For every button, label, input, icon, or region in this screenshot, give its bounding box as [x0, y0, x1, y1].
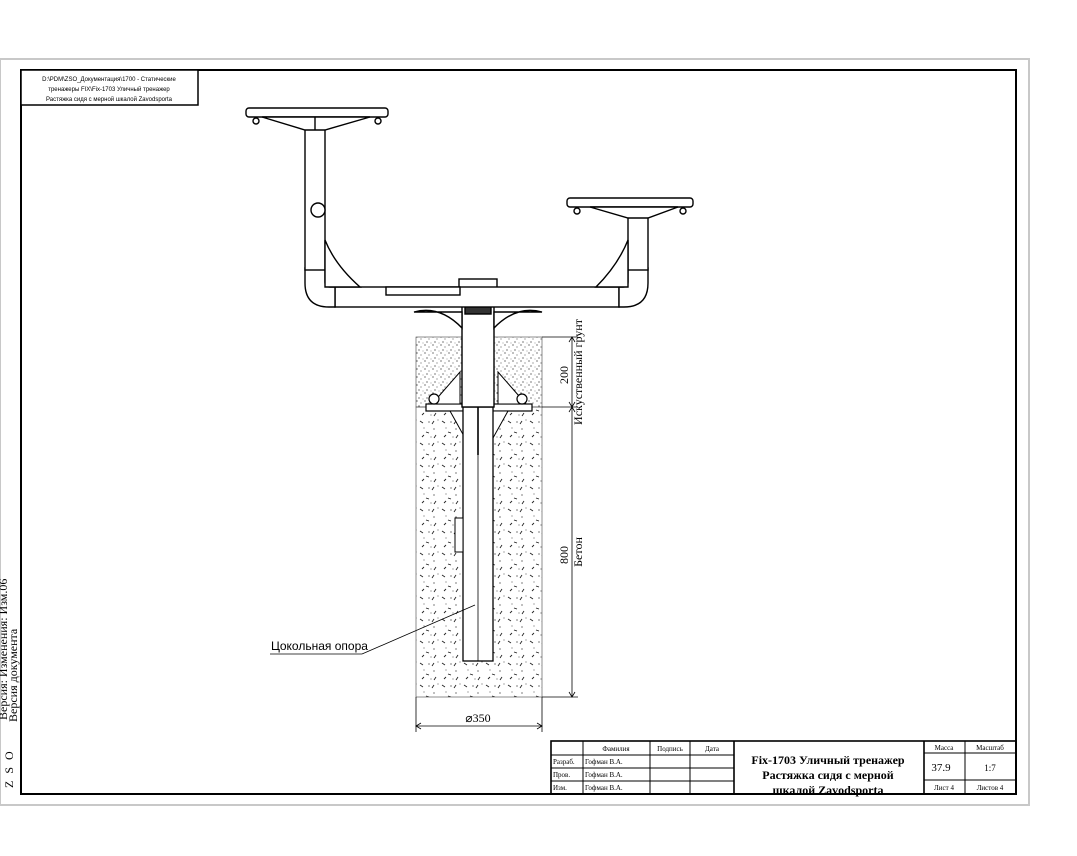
doc-version-line: Версия: Изменения: Изм.06	[0, 578, 10, 720]
tb-header-date: Дата	[705, 745, 720, 753]
tb-scale-value: 1:7	[984, 763, 996, 773]
right-post	[627, 209, 649, 271]
left-seat	[245, 107, 389, 118]
tb-title-line-2: Растяжка сидя с мерной	[762, 768, 894, 782]
base-pole-label: Цокольная опора	[271, 639, 368, 653]
left-post-hole	[310, 202, 326, 218]
tb-mass-label: Масса	[935, 744, 955, 752]
title-block	[550, 740, 1017, 795]
dimensions	[270, 336, 578, 732]
drawing-frame	[20, 69, 1017, 795]
tb-title-line-1: Fix-1703 Уличный тренажер	[751, 753, 905, 767]
tb-row-role: Пров.	[553, 771, 570, 779]
tb-row-name: Гофман В.А.	[585, 784, 623, 792]
anchor-bolt	[428, 393, 440, 405]
tb-mass-value: 37.9	[931, 762, 951, 774]
concrete-label: Бетон	[571, 537, 585, 567]
path-line-2: тренажеры FIX\Fix-1703 Уличный тренажер	[48, 86, 170, 93]
dim-800-label: 800	[557, 546, 571, 564]
tb-scale-label: Масштаб	[976, 744, 1004, 752]
tb-sheet-label: Лист 4	[934, 784, 954, 792]
tb-sheets-label: Листов 4	[977, 784, 1004, 792]
zso-label: Z S O	[2, 749, 16, 788]
soil-label: Искуственный грунт	[571, 318, 585, 425]
sheet-outer-border	[0, 58, 1030, 806]
path-line-1: D:\PDM\ZSO_Документация\1700 - Статическ…	[42, 77, 176, 83]
path-line-3: Растяжка сидя с мерной шкалой Zavodsport…	[46, 96, 173, 103]
tb-row-role: Разраб.	[553, 758, 575, 766]
trainer-structure	[245, 107, 694, 408]
anchor-bolt	[516, 393, 528, 405]
tb-row-name: Гофман В.А.	[585, 758, 623, 766]
right-seat	[566, 197, 694, 208]
dim-350-label: ⌀350	[465, 711, 490, 725]
dim-200-label: 200	[557, 366, 571, 384]
tb-row-role: Изм.	[553, 784, 567, 792]
horizontal-bar	[334, 286, 620, 308]
left-post	[304, 119, 326, 271]
tb-row-name: Гофман В.А.	[585, 771, 623, 779]
tb-header-signature: Подпись	[657, 745, 683, 753]
foundation	[415, 336, 543, 698]
anchor-gusset	[430, 370, 528, 440]
tb-title-line-3: шкалой Zavodsporta	[773, 783, 884, 797]
tb-header-surname: Фамилия	[602, 745, 630, 753]
path-box	[20, 69, 199, 106]
